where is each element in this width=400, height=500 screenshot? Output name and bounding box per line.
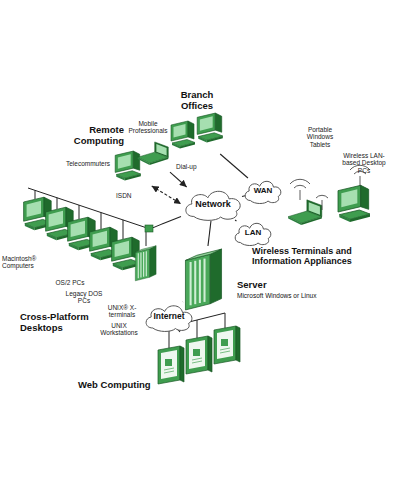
cloud-label: WAN [242, 178, 284, 204]
antenna [322, 200, 323, 210]
branch-computers [171, 113, 223, 148]
device-label: Legacy DOS PCs [64, 290, 104, 305]
device-label: UNIX Workstations [96, 322, 142, 337]
desktop-computer [171, 121, 195, 149]
device-label: UNIX® X-terminals [100, 304, 144, 319]
device-label: Telecommuters [66, 160, 110, 167]
web-terminal [158, 346, 184, 384]
web-terminal [186, 336, 212, 374]
desktop-computers [24, 197, 156, 281]
device-group: Branch Offices [168, 114, 226, 154]
group-heading: Web Computing [78, 380, 156, 391]
network-link [235, 220, 236, 221]
group-heading: Remote Computing [66, 125, 124, 146]
group-heading: Branch Offices [171, 90, 223, 111]
group-heading: Wireless Terminals and Information Appli… [252, 246, 392, 266]
network-link [182, 301, 183, 302]
radio-wave [290, 179, 310, 184]
device-label: Wireless LAN-based Desktop PCs [338, 152, 390, 174]
desktop-computer [115, 151, 141, 180]
web-terminal [214, 326, 240, 364]
tablet-device [288, 200, 322, 225]
group-heading: Cross-Platform Desktops [20, 312, 100, 333]
radio-wave [316, 195, 328, 198]
network-link [220, 154, 248, 178]
network-cloud: Network [181, 187, 245, 221]
desktop-computer [338, 185, 370, 222]
link-label: Dial-up [176, 163, 206, 170]
device-label: Macintosh® Computers [2, 255, 46, 270]
cloud-label: Network [181, 187, 245, 221]
group-subtitle: Microsoft Windows or Linux [237, 292, 357, 299]
network-link [208, 221, 211, 246]
cloud-label: Internet [142, 302, 196, 332]
device-label: Mobile Professionals [122, 120, 174, 135]
device-label: OS/2 PCs [50, 279, 90, 286]
device-group: Cross-Platform Desktops [20, 192, 162, 292]
link-label: ISDN [116, 192, 140, 199]
network-cloud: WAN [242, 178, 284, 204]
radio-wave [294, 185, 306, 188]
antenna [360, 176, 361, 186]
workstation-tower [135, 246, 156, 281]
network-cloud: LAN [232, 220, 274, 246]
group-heading: Server [237, 280, 297, 291]
desktop-computer [197, 113, 223, 142]
cloud-label: LAN [232, 220, 274, 246]
network-link [170, 172, 187, 187]
network-link [162, 217, 181, 224]
device-group: Web Computing [158, 322, 250, 408]
network-cloud: Internet [142, 302, 196, 332]
laptop-computer [138, 142, 169, 165]
device-group: Remote Computing [112, 140, 170, 186]
network-link [152, 186, 181, 204]
server-tower [185, 249, 221, 310]
network-link [242, 195, 245, 197]
wireless-devices [288, 165, 370, 225]
antenna [300, 190, 301, 200]
device-label: Portable Windows Tablets [298, 126, 342, 148]
remote-computers [115, 142, 168, 180]
device-group: Wireless Terminals and Information Appli… [284, 176, 376, 238]
hub-box [145, 225, 153, 232]
device-group: ServerMicrosoft Windows or Linux [183, 246, 225, 312]
